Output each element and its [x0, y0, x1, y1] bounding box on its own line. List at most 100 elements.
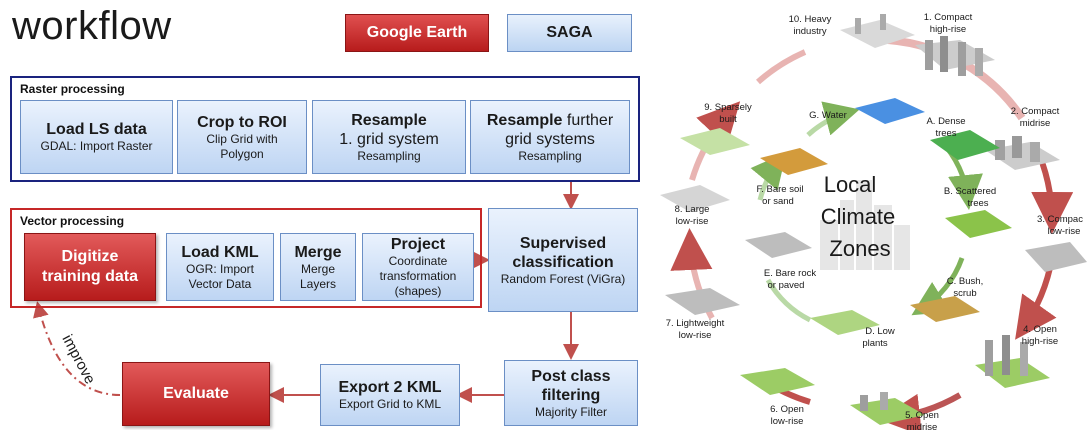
tile-heavy-industry	[840, 14, 915, 48]
postclass-line1: Post class	[531, 367, 611, 385]
supervised-sub: Random Forest (ViGra)	[500, 271, 626, 286]
loadkml-sub2: Vector Data	[188, 276, 252, 291]
tile-bare-rock	[745, 232, 812, 258]
digitize-line1: Digitize	[61, 248, 119, 265]
project-title: Project	[390, 236, 446, 253]
crop-title: Crop to ROI	[197, 113, 287, 131]
city-silhouette	[820, 180, 910, 270]
tile-compact-highrise	[915, 36, 995, 76]
label-C-l2: scrub	[953, 288, 976, 299]
merge-box[interactable]: Merge Merge Layers	[280, 233, 356, 301]
label-6-l1: 6. Open	[770, 404, 804, 415]
lcz-center-line3: Zones	[829, 236, 890, 261]
lcz-center-line1: Local	[824, 172, 877, 197]
label-D-l2: plants	[862, 338, 888, 349]
label-4-l2: high-rise	[1022, 336, 1058, 347]
label-10-l1: 10. Heavy	[789, 14, 832, 25]
label-E-l2: or paved	[768, 280, 805, 291]
label-3-l1: 3. Compac	[1037, 214, 1083, 225]
inner-ring-arrow-5	[806, 101, 860, 137]
tile-compact-midrise	[985, 136, 1060, 170]
page-title: workflow	[12, 4, 172, 48]
label-8-l2: low-rise	[676, 216, 709, 227]
resample-2-box[interactable]: Resample further grid systems Resampling	[470, 100, 630, 174]
project-sub3: (shapes)	[394, 284, 442, 298]
digitize-line2: training data	[41, 268, 138, 285]
crop-roi-box[interactable]: Crop to ROI Clip Grid with Polygon	[177, 100, 307, 174]
resample1-sub: Resampling	[357, 148, 421, 163]
loadkml-title: Load KML	[181, 243, 259, 261]
raster-processing-label: Raster processing	[20, 82, 125, 96]
legend-google-earth: Google Earth	[345, 14, 489, 52]
merge-title: Merge	[294, 243, 342, 261]
outer-ring-arrow-8	[756, 49, 807, 85]
label-10-l2: industry	[793, 26, 827, 37]
tile-bush-scrub	[910, 296, 980, 322]
supervised-line2: classification	[512, 253, 614, 271]
export-kml-box[interactable]: Export 2 KML Export Grid to KML	[320, 364, 460, 426]
label-G: G. Water	[809, 110, 847, 121]
tile-water	[855, 98, 925, 124]
supervised-classification-box[interactable]: Supervised classification Random Forest …	[488, 208, 638, 312]
tile-open-highrise	[975, 335, 1050, 388]
inner-ring-arrow-3	[765, 278, 812, 323]
digitize-training-box[interactable]: Digitize training data	[24, 233, 156, 301]
export-title: Export 2 KML	[338, 379, 442, 396]
loadkml-sub1: OGR: Import	[185, 261, 254, 276]
legend-saga: SAGA	[507, 14, 632, 52]
supervised-line1: Supervised	[519, 234, 607, 252]
project-sub2: transformation	[379, 269, 457, 283]
merge-sub2: Layers	[299, 276, 337, 291]
load-ls-data-box[interactable]: Load LS data GDAL: Import Raster	[20, 100, 173, 174]
label-6-l2: low-rise	[771, 416, 804, 427]
vector-processing-label: Vector processing	[20, 214, 125, 228]
raster-processing-group: Raster processing	[10, 76, 640, 182]
post-class-filtering-box[interactable]: Post class filtering Majority Filter	[504, 360, 638, 426]
label-A-l2: trees	[935, 128, 956, 139]
label-9-l1: 9. Sparsely	[704, 102, 752, 113]
label-G-l1: G. Water	[809, 110, 847, 121]
resample-1-box[interactable]: Resample 1. grid system Resampling	[312, 100, 466, 174]
label-1-l1: 1. Compact	[924, 12, 973, 23]
label-8-l1: 8. Large	[675, 204, 710, 215]
vector-processing-group: Vector processing	[10, 208, 482, 308]
outer-ring-arrow-6	[670, 228, 715, 320]
tile-scattered-trees	[945, 210, 1012, 238]
label-5-l1: 5. Open	[905, 410, 939, 421]
project-box[interactable]: Project Coordinate transformation (shape…	[362, 233, 474, 301]
label-D-l1: D. Low	[865, 326, 895, 337]
resample2-title-rest: further	[562, 111, 614, 129]
resample1-title: Resample	[351, 111, 427, 129]
label-7-l2: low-rise	[679, 330, 712, 341]
load-kml-box[interactable]: Load KML OGR: Import Vector Data	[166, 233, 274, 301]
tile-bare-soil	[760, 148, 828, 175]
crop-sub2: Polygon	[220, 146, 264, 161]
label-2-l1: 2. Compact	[1011, 106, 1060, 117]
export-sub: Export Grid to KML	[338, 397, 442, 411]
label-C: C. Bush,scrub	[947, 276, 983, 299]
tile-lightweight-lowrise	[665, 288, 740, 315]
tile-large-lowrise	[660, 185, 730, 212]
resample2-title: Resample	[486, 111, 563, 129]
improve-label: improve	[58, 332, 98, 387]
label-2-l2: midrise	[1020, 118, 1051, 129]
tile-open-lowrise	[740, 368, 815, 395]
tile-compact-lowrise	[1025, 242, 1087, 272]
evaluate-box[interactable]: Evaluate	[122, 362, 270, 426]
